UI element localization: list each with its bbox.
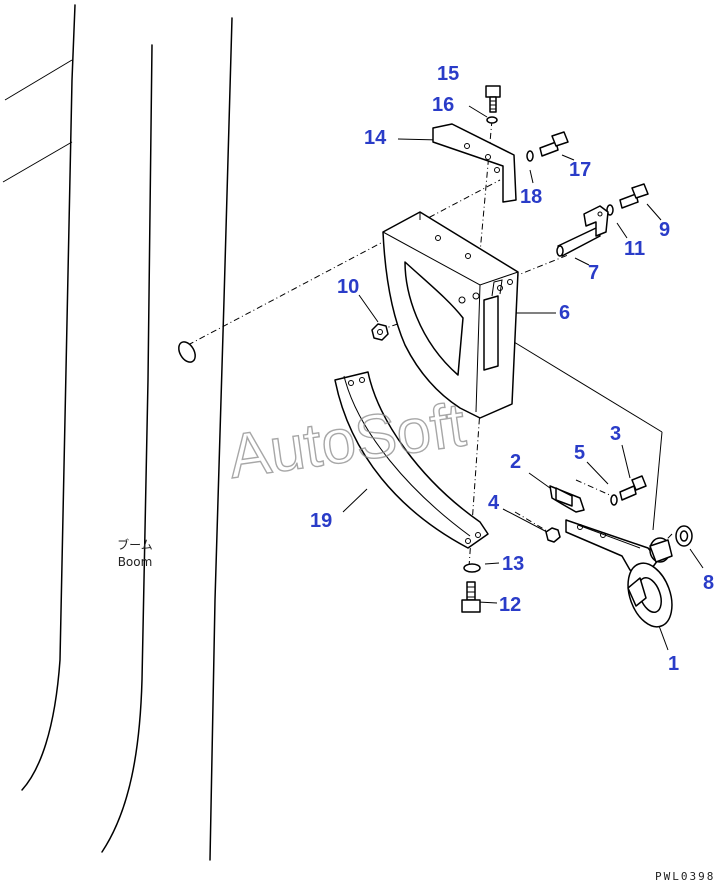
part-4-nut (545, 527, 561, 543)
part-1-roller-assembly (565, 519, 673, 628)
callout-3: 3 (610, 423, 621, 445)
boom-label: ブーム Boom (117, 537, 153, 569)
part-19-guard-plate (334, 371, 489, 549)
callout-17: 17 (569, 159, 591, 181)
boom-mount-hole (178, 341, 196, 363)
part-2-bracket (549, 485, 585, 513)
part-3-bolt (619, 475, 647, 501)
part-10-nut (371, 323, 389, 341)
callout-7: 7 (588, 262, 599, 284)
callout-10: 10 (337, 276, 359, 298)
part-6-frame (382, 211, 519, 419)
leader-lines (342, 105, 704, 651)
callout-8: 8 (703, 572, 714, 594)
boom-label-en: Boom (118, 555, 153, 569)
watermark: AutoSoft (224, 390, 469, 491)
drawing-code: PWL0398 (655, 870, 715, 883)
callout-15: 15 (437, 63, 459, 85)
callout-1: 1 (668, 653, 679, 675)
boom-label-jp: ブーム (117, 537, 153, 552)
part-14-bracket (432, 123, 517, 203)
part-18-washer (526, 150, 534, 162)
callout-18: 18 (520, 186, 542, 208)
callout-14: 14 (364, 127, 387, 149)
part-15-bolt (485, 85, 501, 113)
part-13-washer (463, 563, 481, 573)
callout-9: 9 (659, 219, 670, 241)
part-5-washer (610, 494, 618, 506)
part-9-bolt (619, 183, 649, 209)
callout-12: 12 (499, 594, 521, 616)
callout-5: 5 (574, 442, 585, 464)
callout-16: 16 (432, 94, 454, 116)
callout-11: 11 (624, 238, 645, 260)
part-12-bolt (461, 581, 481, 613)
callout-6: 6 (559, 302, 570, 324)
callout-labels: 15 16 14 17 18 9 11 7 10 6 3 5 2 4 19 13… (310, 63, 714, 675)
boom-outline (2, 4, 233, 861)
part-16-washer (486, 116, 498, 124)
part-17-bolt (539, 131, 569, 157)
part-7-pin (556, 205, 609, 257)
callout-4: 4 (488, 492, 500, 514)
callout-2: 2 (510, 451, 521, 473)
callout-13: 13 (502, 553, 524, 575)
part-8-bushing (675, 525, 693, 547)
callout-19: 19 (310, 510, 332, 532)
